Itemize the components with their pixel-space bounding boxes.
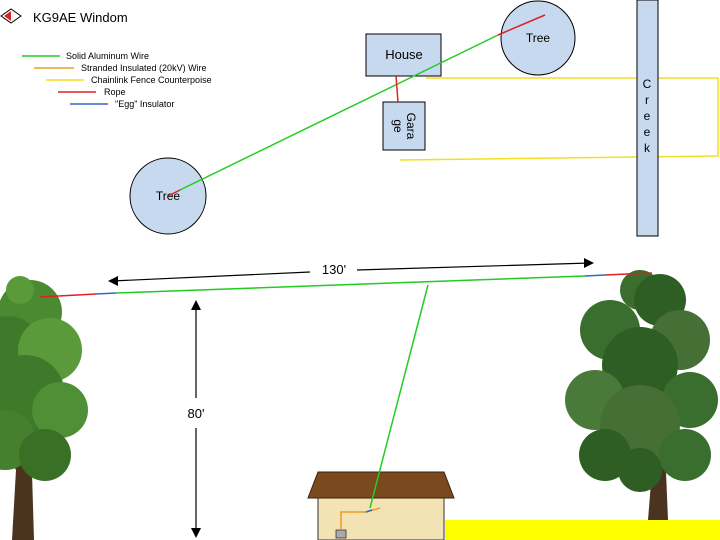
legend: Solid Aluminum Wire Stranded Insulated (… [22, 51, 212, 109]
radio-box [335, 529, 347, 539]
span-arrow-right [356, 262, 591, 271]
creek-letter: e [644, 109, 651, 123]
title-block: KG9AE Windom [0, 8, 128, 25]
feed-rope-plan [395, 75, 399, 103]
tree-right-foliage [579, 429, 631, 481]
creek-letter: k [644, 141, 651, 155]
antenna-wire-plan [179, 34, 499, 191]
house-label: House [385, 47, 423, 62]
legend-label-insulator: "Egg" Insulator [115, 99, 174, 109]
rope-right-plan [497, 14, 546, 36]
legend-label-fence: Chainlink Fence Counterpoise [91, 75, 212, 85]
tree-right-plan [500, 0, 576, 76]
tree-left-elevation [0, 276, 88, 540]
span-label: 130' [322, 262, 346, 277]
arrowhead-down-icon [191, 528, 201, 538]
creek [636, 0, 659, 237]
height-label: 80' [188, 406, 205, 421]
arrowhead-right-icon [584, 258, 594, 268]
feed-wire [369, 284, 429, 509]
fence-counterpoise [399, 77, 719, 161]
tree-right-foliage [602, 327, 678, 403]
plan-view: C r e e k Tree Tree House Gara ge [129, 0, 719, 237]
tree-right-foliage [659, 429, 711, 481]
insulator-left [95, 292, 117, 295]
height-dimension: 80' [188, 300, 205, 538]
legend-label-rope: Rope [104, 87, 126, 97]
rope-left-plan [167, 189, 181, 197]
logo-red-half [4, 11, 11, 21]
feedline-stranded [340, 507, 381, 530]
garage-plan [382, 101, 426, 151]
tree-right-trunk [644, 440, 676, 520]
house-roof [307, 471, 455, 499]
legend-label-aluminum: Solid Aluminum Wire [66, 51, 149, 61]
tree-left-foliage [19, 429, 71, 481]
rope-left [39, 293, 97, 298]
feed-insulator [365, 509, 373, 513]
creek-letter: e [644, 125, 651, 139]
garage-label-line1: Gara [404, 113, 418, 140]
legend-label-stranded: Stranded Insulated (20kV) Wire [81, 63, 207, 73]
page-title: KG9AE Windom [33, 10, 128, 25]
creek-letter: C [643, 77, 652, 91]
arrowhead-up-icon [191, 300, 201, 310]
rope-right [604, 272, 653, 276]
tree-right-elevation [565, 270, 718, 520]
span-dimension: 130' [108, 258, 594, 286]
tree-right-label: Tree [526, 31, 551, 45]
tree-left-foliage [6, 276, 34, 304]
span-arrow-left [111, 271, 311, 282]
tree-left-foliage [32, 382, 88, 438]
arrowhead-left-icon [108, 276, 118, 286]
elevation-view: 130' 80' [0, 258, 720, 540]
creek-letter: r [645, 93, 649, 107]
tree-right-foliage [618, 448, 662, 492]
garage-label-line2: ge [391, 119, 405, 133]
yard [445, 520, 720, 540]
antenna-wire [115, 275, 586, 294]
garage-label: Gara ge [391, 113, 418, 140]
insulator-right [584, 274, 606, 277]
house-elevation [307, 471, 455, 540]
